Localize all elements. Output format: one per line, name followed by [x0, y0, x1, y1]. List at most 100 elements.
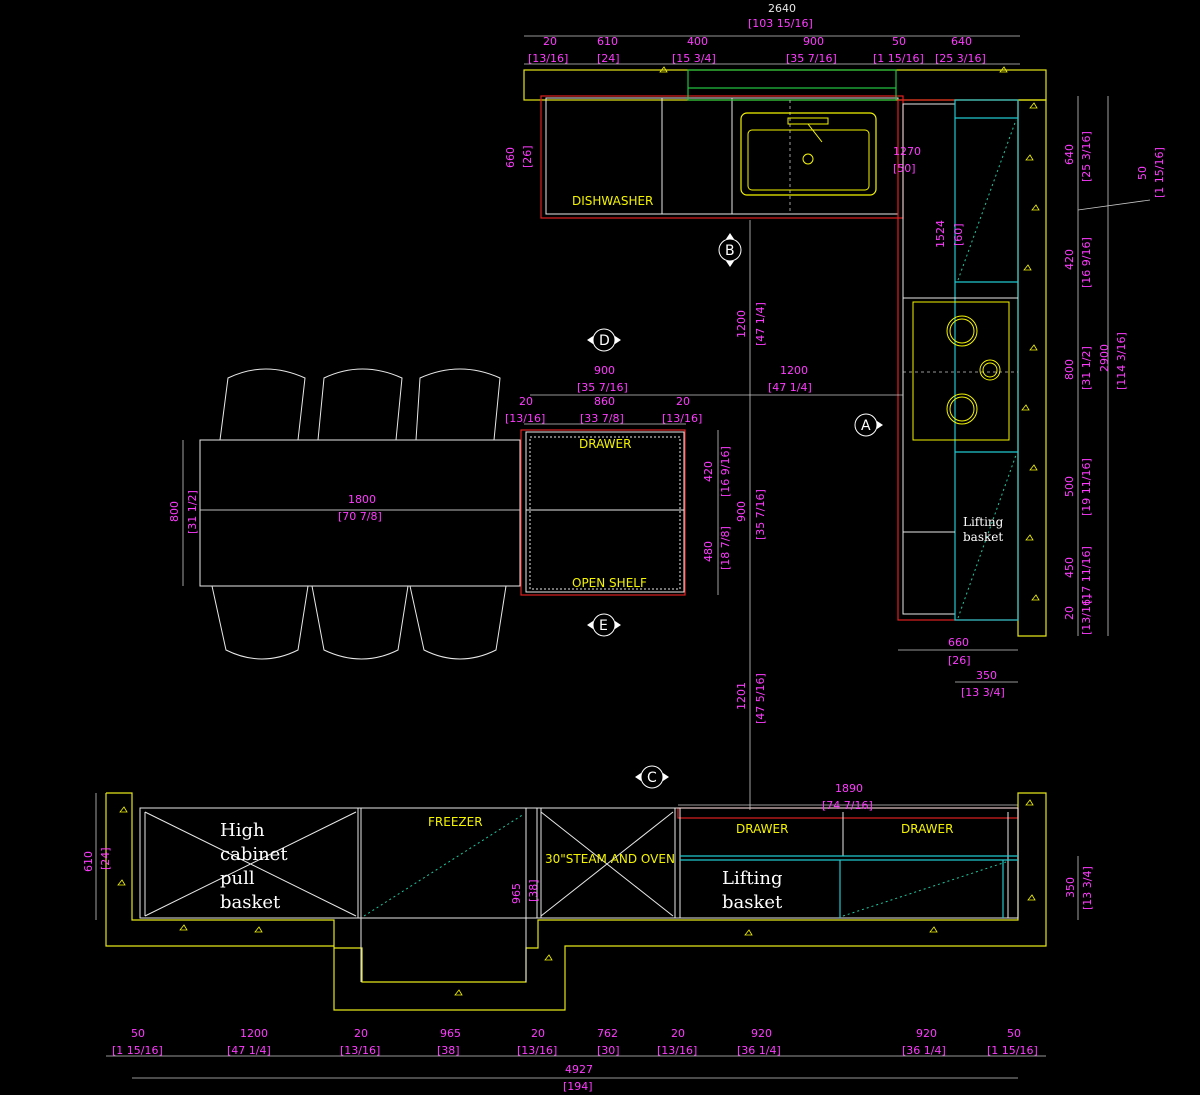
svg-text:20: 20: [1063, 606, 1076, 620]
svg-text:4927: 4927: [565, 1063, 593, 1076]
high-cabinet-2: cabinet: [220, 844, 288, 865]
svg-text:50: 50: [1007, 1027, 1021, 1040]
high-cabinet-1: High: [220, 820, 265, 841]
svg-text:20: 20: [354, 1027, 368, 1040]
svg-text:[17 11/16]: [17 11/16]: [1080, 546, 1093, 604]
drawer-left-label: DRAWER: [736, 822, 788, 836]
svg-text:20: 20: [676, 395, 690, 408]
svg-text:480: 480: [702, 541, 715, 562]
svg-text:800: 800: [1063, 359, 1076, 380]
svg-text:[18 7/8]: [18 7/8]: [719, 526, 732, 570]
bottom-wall: [105, 792, 1047, 1011]
svg-text:50: 50: [131, 1027, 145, 1040]
svg-text:[38]: [38]: [437, 1044, 460, 1057]
svg-text:E: E: [599, 618, 608, 634]
svg-text:[13 3/4]: [13 3/4]: [961, 686, 1005, 699]
svg-text:[38]: [38]: [527, 879, 540, 902]
svg-text:A: A: [861, 418, 871, 434]
svg-text:1200: 1200: [240, 1027, 268, 1040]
svg-text:[19 11/16]: [19 11/16]: [1080, 458, 1093, 516]
svg-text:20: 20: [519, 395, 533, 408]
marker-a: A: [854, 413, 883, 437]
drawer-right-label: DRAWER: [901, 822, 953, 836]
svg-text:[1 15/16]: [1 15/16]: [987, 1044, 1038, 1057]
sink: [740, 112, 877, 196]
svg-text:[25 3/16]: [25 3/16]: [1080, 131, 1093, 182]
svg-text:[30]: [30]: [597, 1044, 620, 1057]
marker-d: D: [587, 328, 621, 352]
svg-text:[47 1/4]: [47 1/4]: [768, 381, 812, 394]
high-cabinet-4: basket: [220, 892, 281, 913]
svg-text:2640: 2640: [768, 2, 796, 15]
svg-text:900: 900: [735, 501, 748, 522]
marker-e: E: [587, 613, 621, 637]
lifting-basket-right-2: basket: [963, 530, 1003, 544]
svg-text:[13/16]: [13/16]: [340, 1044, 380, 1057]
svg-text:965: 965: [440, 1027, 461, 1040]
svg-text:[16 9/16]: [16 9/16]: [1080, 237, 1093, 288]
svg-text:1201: 1201: [735, 682, 748, 710]
svg-text:20: 20: [671, 1027, 685, 1040]
svg-text:640: 640: [951, 35, 972, 48]
svg-text:1200: 1200: [735, 310, 748, 338]
svg-text:[47 1/4]: [47 1/4]: [754, 302, 767, 346]
svg-text:[13/16]: [13/16]: [517, 1044, 557, 1057]
svg-text:920: 920: [916, 1027, 937, 1040]
svg-text:500: 500: [1063, 476, 1076, 497]
svg-text:[26]: [26]: [521, 145, 534, 168]
svg-text:[74 7/16]: [74 7/16]: [822, 799, 873, 812]
marker-c: C: [635, 765, 669, 789]
svg-text:[36 1/4]: [36 1/4]: [737, 1044, 781, 1057]
svg-text:[35 7/16]: [35 7/16]: [786, 52, 837, 65]
svg-text:800: 800: [168, 501, 181, 522]
svg-text:[70 7/8]: [70 7/8]: [338, 510, 382, 523]
svg-text:20: 20: [543, 35, 557, 48]
svg-text:660: 660: [504, 147, 517, 168]
svg-text:640: 640: [1063, 144, 1076, 165]
svg-text:900: 900: [803, 35, 824, 48]
svg-text:[50]: [50]: [893, 162, 916, 175]
svg-text:[13/16]: [13/16]: [505, 412, 545, 425]
svg-text:450: 450: [1063, 557, 1076, 578]
svg-text:400: 400: [687, 35, 708, 48]
svg-text:420: 420: [1063, 249, 1076, 270]
open-shelf-label: OPEN SHELF: [572, 576, 647, 590]
svg-text:1800: 1800: [348, 493, 376, 506]
bottom-cabinets: [139, 807, 1019, 982]
svg-text:350: 350: [1064, 877, 1077, 898]
svg-text:D: D: [599, 333, 610, 349]
wall-hatch: [117, 66, 1040, 996]
svg-text:1200: 1200: [780, 364, 808, 377]
svg-text:[194]: [194]: [563, 1080, 593, 1093]
svg-text:[35 7/16]: [35 7/16]: [754, 489, 767, 540]
svg-text:[60]: [60]: [952, 223, 965, 246]
svg-text:[13/16]: [13/16]: [1080, 595, 1093, 635]
svg-text:[47 5/16]: [47 5/16]: [754, 673, 767, 724]
island-drawer-label: DRAWER: [579, 437, 631, 451]
cooktop: [912, 301, 1010, 441]
svg-text:[33 7/8]: [33 7/8]: [580, 412, 624, 425]
svg-text:[103 15/16]: [103 15/16]: [748, 17, 813, 30]
svg-text:920: 920: [751, 1027, 772, 1040]
svg-text:[31 1/2]: [31 1/2]: [186, 490, 199, 534]
top-wall: [523, 69, 1047, 637]
svg-text:965: 965: [510, 883, 523, 904]
svg-text:[47 1/4]: [47 1/4]: [227, 1044, 271, 1057]
island: [520, 429, 686, 596]
svg-text:20: 20: [531, 1027, 545, 1040]
lifting-basket-2: basket: [722, 892, 783, 913]
svg-text:610: 610: [82, 851, 95, 872]
svg-text:[36 1/4]: [36 1/4]: [902, 1044, 946, 1057]
dimension-lines: [95, 35, 1151, 1079]
svg-text:[26]: [26]: [948, 654, 971, 667]
svg-text:610: 610: [597, 35, 618, 48]
svg-text:[15 3/4]: [15 3/4]: [672, 52, 716, 65]
right-counter: [897, 99, 1019, 621]
svg-text:[16 9/16]: [16 9/16]: [719, 446, 732, 497]
dishwasher-label: DISHWASHER: [572, 194, 653, 208]
svg-text:860: 860: [594, 395, 615, 408]
svg-text:50: 50: [892, 35, 906, 48]
svg-text:[35 7/16]: [35 7/16]: [577, 381, 628, 394]
svg-text:B: B: [725, 243, 735, 259]
svg-text:350: 350: [976, 669, 997, 682]
